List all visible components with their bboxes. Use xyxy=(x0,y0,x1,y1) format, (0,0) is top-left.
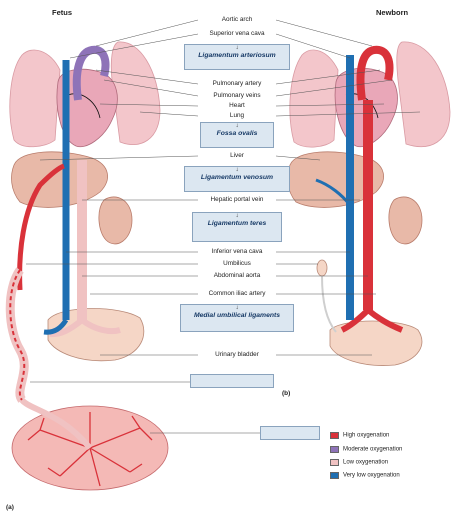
fetus-left-lung xyxy=(9,49,61,148)
box-text-ligamentum-venosum: Ligamentum venosum xyxy=(200,174,274,181)
label-pulmonary-veins: Pulmonary veins xyxy=(213,92,261,99)
legend-label: Moderate oxygenation xyxy=(343,446,403,453)
fetus-anatomy xyxy=(5,41,169,491)
box-arrow: ↓ xyxy=(235,123,239,129)
leader-lines xyxy=(26,19,421,434)
newborn-kidney xyxy=(388,196,423,245)
fetus-right-lung xyxy=(110,41,161,146)
label-abdominal-aorta: Abdominal aorta xyxy=(213,272,261,279)
label-heart: Heart xyxy=(229,102,245,109)
label-common-iliac-artery: Common iliac artery xyxy=(208,290,266,297)
legend-item: Very low oxygenation xyxy=(330,472,400,481)
newborn-left-lung xyxy=(289,49,339,148)
box-arrow: ↓ xyxy=(235,167,239,173)
newborn-right-lung xyxy=(396,41,451,148)
fetus-panel-title: Fetus xyxy=(52,8,73,17)
legend-swatch xyxy=(330,459,339,466)
fetus-liver xyxy=(11,151,108,208)
newborn-anatomy xyxy=(287,41,451,366)
box-text-ligamentum-arteriosum: Ligamentum arteriosum xyxy=(198,52,276,59)
legend-label: Very low oxygenation xyxy=(343,472,400,479)
box-ligamentum-arteriosum: ↓ Ligamentum arteriosum xyxy=(184,44,290,70)
legend-item: High oxygenation xyxy=(330,432,389,441)
newborn-umbilicus xyxy=(316,259,328,277)
label-pulmonary-artery: Pulmonary artery xyxy=(212,80,262,87)
box-text-fossa-ovalis: Fossa ovalis xyxy=(216,130,258,137)
label-umbilicus: Umbilicus xyxy=(223,260,251,267)
legend-swatch xyxy=(330,472,339,479)
box-medial-umbilical-ligaments: ↓ Medial umbilical ligaments xyxy=(180,304,294,332)
legend-item: Moderate oxygenation xyxy=(330,446,402,455)
label-inferior-vena-cava: Inferior vena cava xyxy=(211,248,263,255)
box-text-ligamentum-teres: Ligamentum teres xyxy=(207,220,267,227)
box-fossa-ovalis: ↓ Fossa ovalis xyxy=(200,122,274,148)
legend-swatch xyxy=(330,432,339,439)
box-ligamentum-venosum: ↓ Ligamentum venosum xyxy=(184,166,290,192)
newborn-liver xyxy=(287,151,384,208)
legend-item: Low oxygenation xyxy=(330,459,388,468)
legend-label: Low oxygenation xyxy=(343,459,389,466)
newborn-bladder xyxy=(329,320,423,366)
box-arrow: ↓ xyxy=(235,45,239,51)
panel-tag-b: (b) xyxy=(282,390,291,397)
label-superior-vena-cava: Superior vena cava xyxy=(209,30,265,37)
label-lung: Lung xyxy=(229,112,245,119)
newborn-aortic-arch xyxy=(356,45,394,101)
legend-label: High oxygenation xyxy=(343,432,390,439)
label-liver: Liver xyxy=(230,152,244,159)
blank-answer-box-1 xyxy=(190,374,274,388)
box-arrow: ↓ xyxy=(235,305,239,311)
legend-swatch xyxy=(330,446,339,453)
label-aortic-arch: Aortic arch xyxy=(221,16,253,23)
blank-answer-box-2 xyxy=(260,426,320,440)
label-urinary-bladder: Urinary bladder xyxy=(215,351,259,358)
label-hepatic-portal-vein: Hepatic portal vein xyxy=(210,196,264,203)
fetus-aortic-arch xyxy=(72,45,110,101)
fetus-kidney xyxy=(98,196,133,245)
fetus-umbilical-vein xyxy=(17,163,65,291)
box-ligamentum-teres: ↓ Ligamentum teres xyxy=(192,212,282,242)
newborn-panel-title: Newborn xyxy=(376,8,409,17)
box-arrow: ↓ xyxy=(235,213,239,219)
box-text-medial-umbilical-ligaments: Medial umbilical ligaments xyxy=(193,312,281,319)
panel-tag-a: (a) xyxy=(6,504,14,511)
